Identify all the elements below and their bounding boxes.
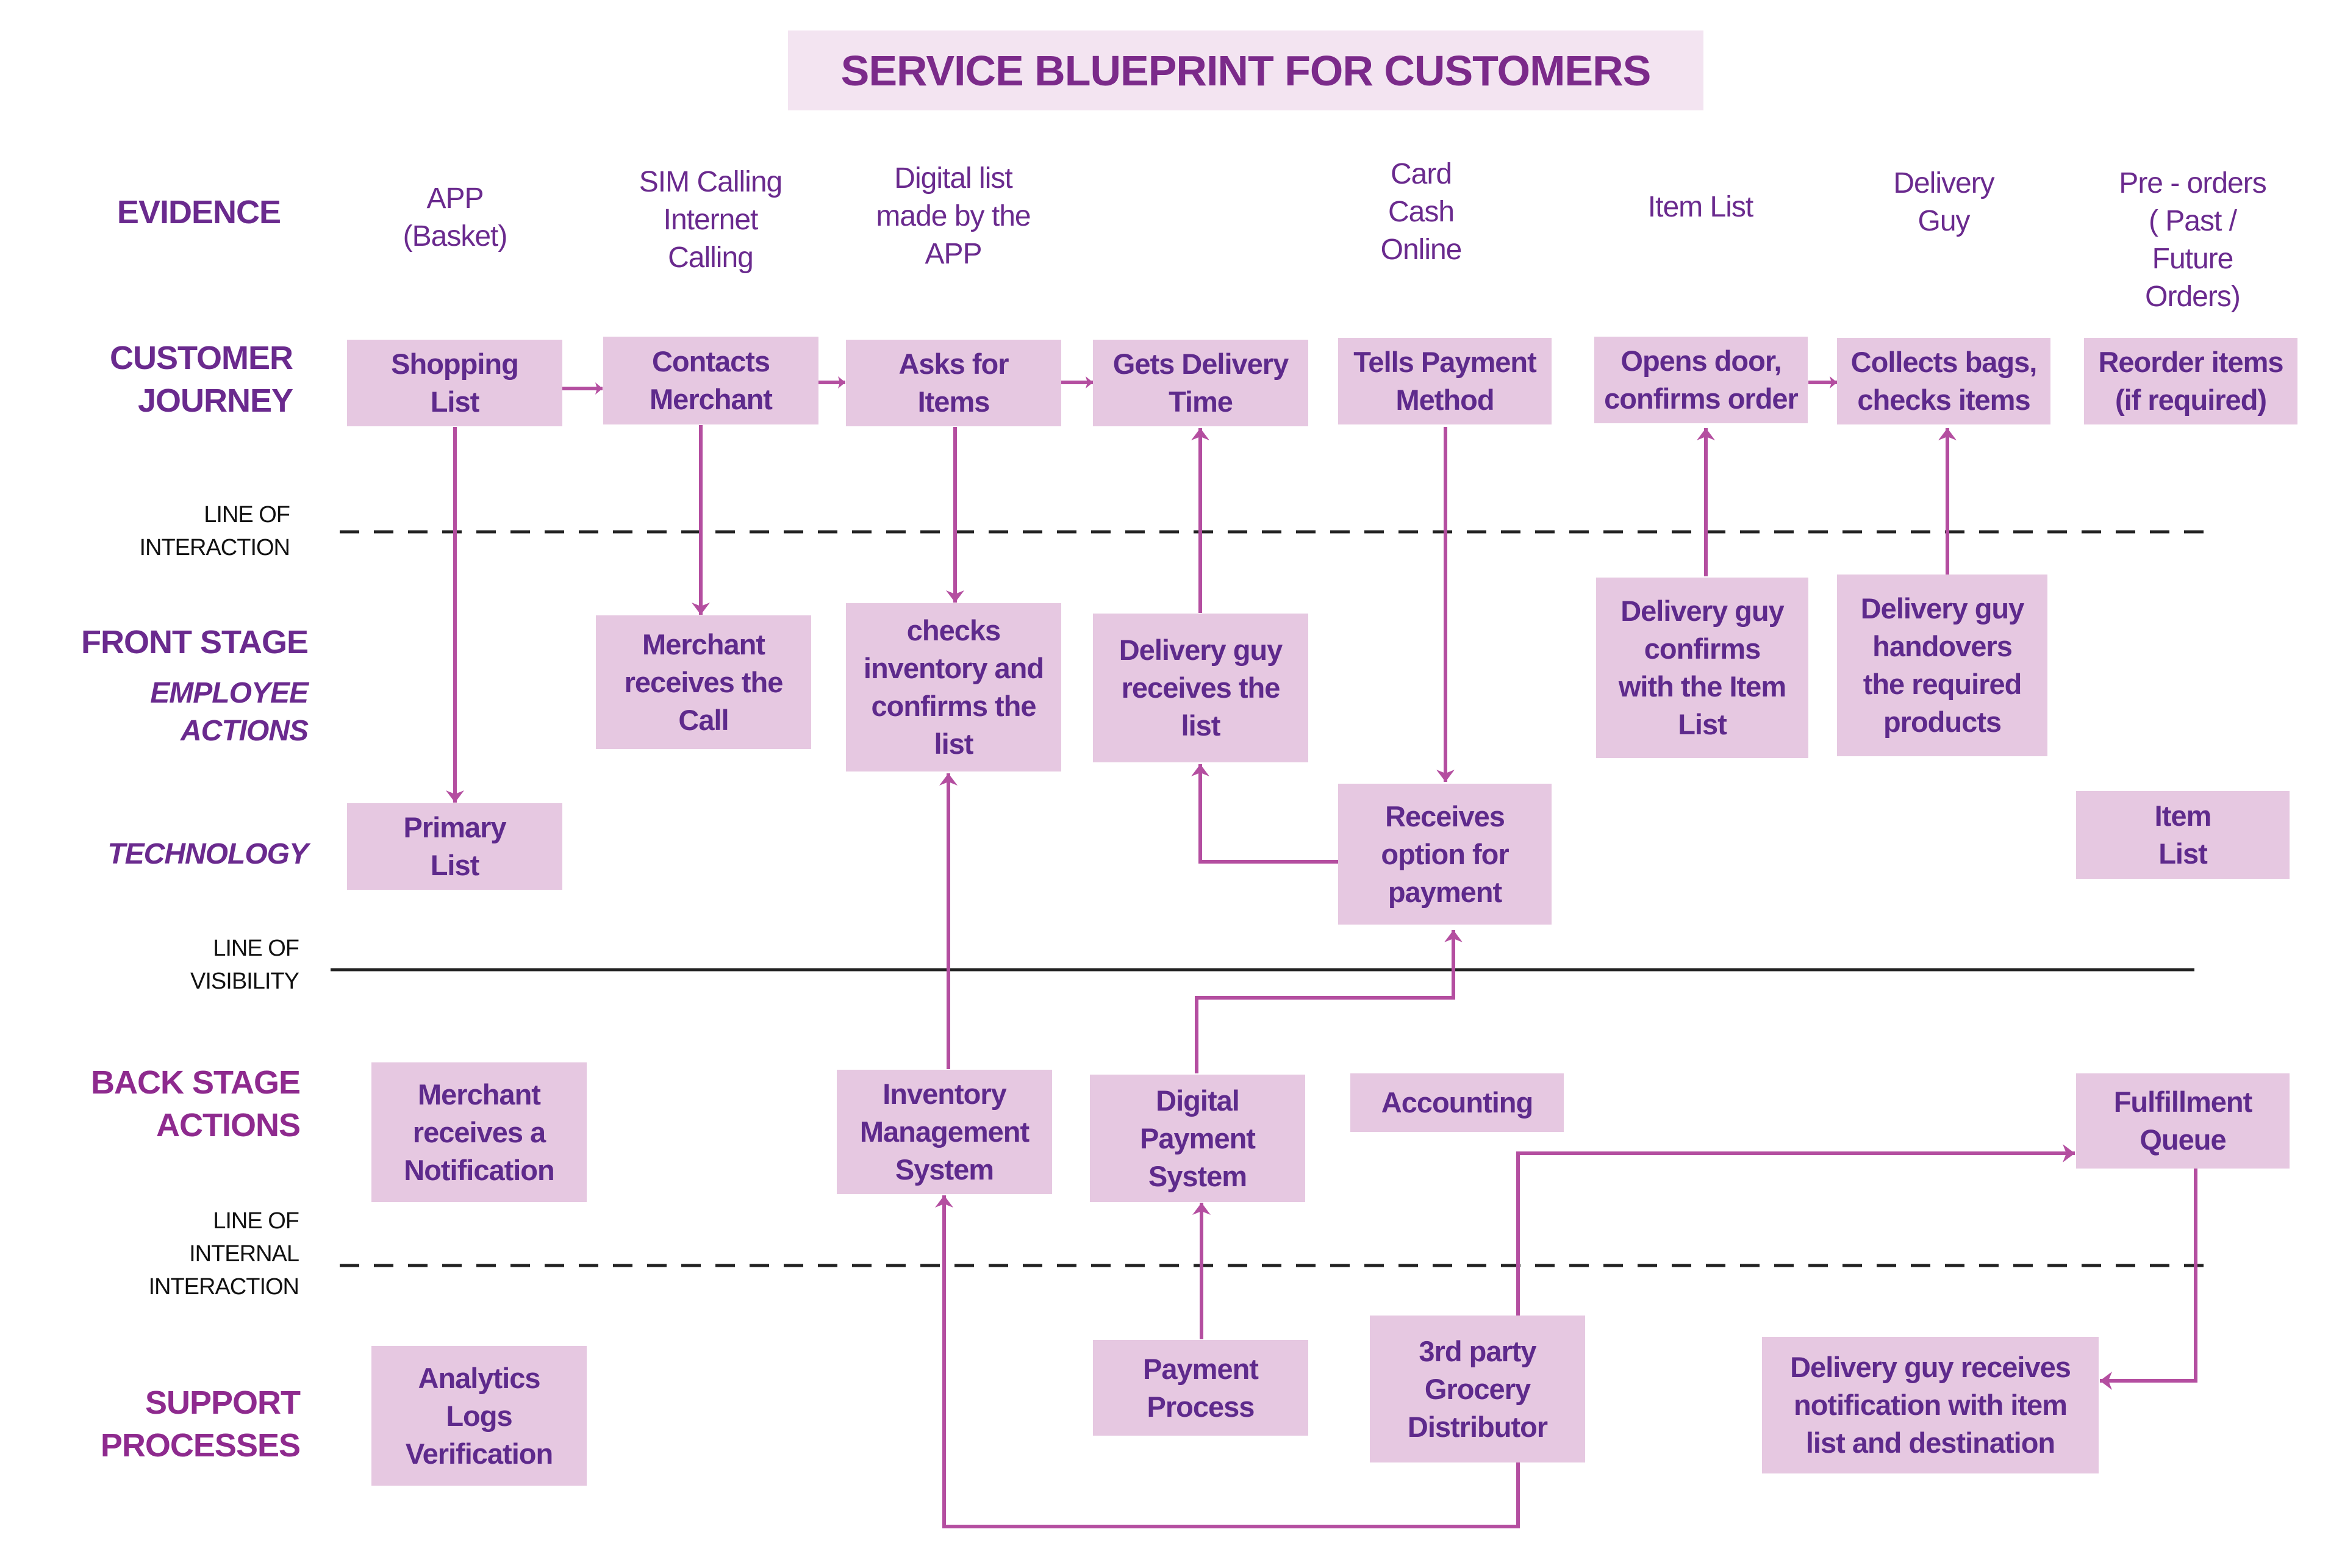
row-label-support: SUPPORT PROCESSES bbox=[100, 1384, 301, 1464]
box-label: Contacts Merchant bbox=[650, 345, 773, 415]
front-delivery-guy-receives-list[interactable]: Delivery guy receives the list bbox=[1093, 614, 1308, 762]
box-label: Tells Payment Method bbox=[1353, 346, 1537, 416]
back-inventory-management-system[interactable]: Inventory Management System bbox=[837, 1070, 1052, 1194]
back-digital-payment-system[interactable]: Digital Payment System bbox=[1090, 1075, 1305, 1202]
row-label-employee-actions: EMPLOYEE ACTIONS bbox=[150, 677, 309, 747]
box-label: Analytics Logs Verification bbox=[405, 1361, 553, 1470]
box-label: Merchant receives a Notification bbox=[404, 1078, 554, 1186]
box-label: Digital Payment System bbox=[1140, 1084, 1256, 1192]
evidence-calling: SIM Calling Internet Calling bbox=[639, 166, 782, 274]
front-merchant-receives-call[interactable]: Merchant receives the Call bbox=[596, 615, 811, 749]
line-label-visibility: LINE OF VISIBILITY bbox=[190, 936, 299, 994]
evidence-delivery-guy: Delivery Guy bbox=[1893, 167, 1994, 237]
row-label-back-stage: BACK STAGE ACTIONS bbox=[90, 1064, 301, 1144]
row-label-evidence: EVIDENCE bbox=[116, 194, 281, 231]
box-label: Delivery guy handovers the required prod… bbox=[1860, 592, 2025, 738]
title-banner: SERVICE BLUEPRINT FOR CUSTOMERS bbox=[788, 30, 1703, 110]
arrow-receives-to-delivery-list bbox=[1191, 764, 1338, 864]
diagram-title: SERVICE BLUEPRINT FOR CUSTOMERS bbox=[840, 46, 1652, 95]
box-label: Asks for Items bbox=[898, 348, 1009, 418]
support-payment-process[interactable]: Payment Process bbox=[1093, 1340, 1308, 1436]
box-label: Payment Process bbox=[1143, 1352, 1259, 1423]
line-label-internal: LINE OF INTERNAL INTERACTION bbox=[148, 1208, 299, 1300]
back-accounting[interactable]: Accounting bbox=[1350, 1073, 1564, 1132]
back-fulfillment-queue[interactable]: Fulfillment Queue bbox=[2076, 1073, 2290, 1169]
evidence-app: APP (Basket) bbox=[403, 182, 508, 252]
evidence-pre-orders: Pre - orders ( Past / Future Orders) bbox=[2119, 167, 2266, 313]
box-label: Gets Delivery Time bbox=[1112, 348, 1289, 418]
journey-collects-bags[interactable]: Collects bags, checks items bbox=[1837, 338, 2050, 424]
journey-shopping-list[interactable]: Shopping List bbox=[347, 340, 562, 426]
box-label: Fulfillment Queue bbox=[2113, 1086, 2253, 1156]
row-label-technology: TECHNOLOGY bbox=[107, 838, 309, 870]
line-label-interaction: LINE OF INTERACTION bbox=[139, 502, 290, 560]
box-label: Opens door, confirms order bbox=[1604, 345, 1799, 415]
journey-asks-for-items[interactable]: Asks for Items bbox=[846, 340, 1061, 426]
box-label: Receives option for payment bbox=[1381, 800, 1509, 908]
support-third-party-distributor[interactable]: 3rd party Grocery Distributor bbox=[1370, 1316, 1585, 1462]
arrow-digital-payment-to-receives bbox=[1195, 930, 1463, 1073]
row-label-front-stage: FRONT STAGE bbox=[81, 624, 309, 660]
tech-item-list[interactable]: Item List bbox=[2076, 791, 2290, 879]
arrow-distributor-to-inventory bbox=[935, 1195, 1520, 1528]
journey-tells-payment-method[interactable]: Tells Payment Method bbox=[1338, 338, 1552, 424]
box-label: Delivery guy receives notification with … bbox=[1790, 1351, 2071, 1459]
journey-opens-door[interactable]: Opens door, confirms order bbox=[1594, 337, 1808, 423]
box-label: Item List bbox=[2154, 800, 2212, 870]
arrow-distributor-to-fulfillment bbox=[1516, 1144, 2075, 1316]
box-label: Delivery guy confirms with the Item List bbox=[1618, 595, 1786, 740]
box-label: Delivery guy receives the list bbox=[1119, 634, 1283, 742]
tech-receives-option-for-payment[interactable]: Receives option for payment bbox=[1338, 784, 1552, 925]
box-label: checks inventory and confirms the list bbox=[863, 614, 1044, 760]
box-label: Primary List bbox=[403, 811, 506, 881]
journey-reorder-items[interactable]: Reorder items (if required) bbox=[2084, 338, 2297, 424]
evidence-payment-methods: Card Cash Online bbox=[1380, 158, 1463, 266]
box-label: Reorder items (if required) bbox=[2098, 346, 2283, 416]
tech-primary-list[interactable]: Primary List bbox=[347, 803, 562, 890]
support-delivery-guy-notification[interactable]: Delivery guy receives notification with … bbox=[1762, 1337, 2099, 1473]
back-merchant-notification[interactable]: Merchant receives a Notification bbox=[371, 1062, 587, 1202]
box-label: 3rd party Grocery Distributor bbox=[1407, 1334, 1548, 1443]
box-label: Shopping List bbox=[391, 348, 519, 418]
front-delivery-guy-handovers[interactable]: Delivery guy handovers the required prod… bbox=[1837, 575, 2047, 756]
front-checks-inventory[interactable]: checks inventory and confirms the list bbox=[846, 603, 1061, 771]
box-label: Collects bags, checks items bbox=[1850, 346, 2038, 416]
evidence-item-list: Item List bbox=[1647, 191, 1753, 223]
evidence-digital-list: Digital list made by the APP bbox=[876, 162, 1031, 270]
box-label: Merchant receives the Call bbox=[624, 628, 784, 736]
box-label: Accounting bbox=[1381, 1086, 1533, 1119]
support-analytics-logs[interactable]: Analytics Logs Verification bbox=[371, 1346, 587, 1486]
row-label-customer-journey: CUSTOMER JOURNEY bbox=[109, 340, 293, 419]
journey-contacts-merchant[interactable]: Contacts Merchant bbox=[603, 337, 818, 424]
box-label: Inventory Management System bbox=[859, 1078, 1030, 1186]
front-delivery-guy-confirms[interactable]: Delivery guy confirms with the Item List bbox=[1596, 578, 1808, 758]
arrow-fulfillment-to-notification bbox=[2100, 1169, 2197, 1390]
journey-gets-delivery-time[interactable]: Gets Delivery Time bbox=[1093, 340, 1308, 426]
